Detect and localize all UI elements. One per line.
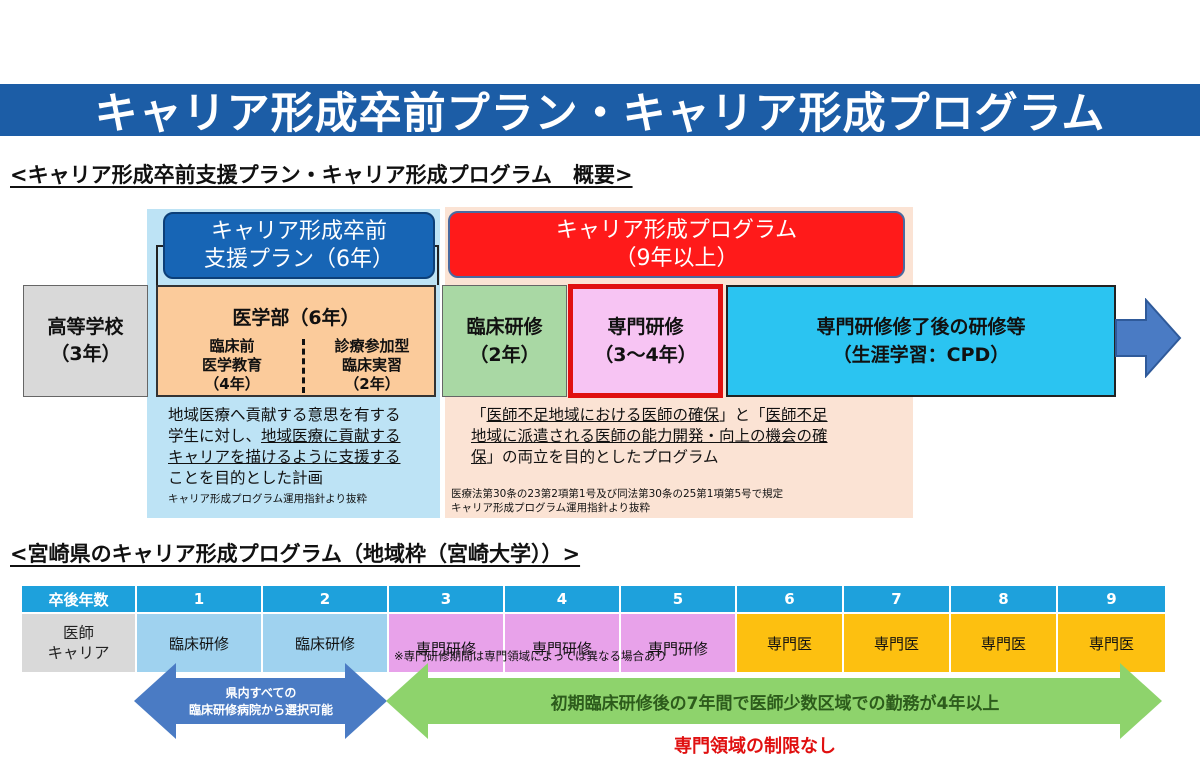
post-specialist-duration: （生涯学習：CPD） (832, 344, 1010, 366)
header-year-1: 1 (135, 584, 263, 614)
career-schedule-table: 卒後年数 1 2 3 4 5 6 7 8 9 医師 キャリア 臨床研修 臨床研修… (20, 584, 1167, 674)
header-years-label: 卒後年数 (20, 584, 137, 614)
program-desc-line1a: 「 (471, 406, 487, 424)
pre-plan-source: キャリア形成プログラム運用指針より抜粋 (168, 493, 367, 505)
specialist-training-duration: （3～4年） (594, 344, 697, 366)
header-year-3: 3 (387, 584, 505, 614)
header-year-4: 4 (503, 584, 621, 614)
row-label-line1: 医師 (62, 624, 94, 642)
pre-plan-description: 地域医療へ貢献する意思を有する 学生に対し、地域医療に貢献する キャリアを描ける… (168, 405, 440, 506)
specialist-training-stage: 専門研修 （3～4年） (568, 284, 723, 398)
program-desc-line2: 地域に派遣される医師の能力開発・向上の機会の確 (471, 427, 828, 445)
program-desc-line1d: 医師不足 (765, 406, 828, 424)
high-school-duration: （3年） (50, 343, 121, 365)
preclinical-line1: 臨床前 (209, 336, 255, 355)
clerkship-line2: 臨床実習 (341, 355, 402, 374)
post-specialist-label: 専門研修修了後の研修等 (816, 316, 1026, 338)
cell-year-7: 専門医 (842, 612, 951, 674)
pre-plan-header: キャリア形成卒前 支援プラン（6年） (163, 212, 435, 279)
clerkship-line1: 診療参加型 (334, 336, 410, 355)
header-year-5: 5 (619, 584, 737, 614)
table-row: 医師 キャリア 臨床研修 臨床研修 専門研修 専門研修 専門研修 専門医 専門医… (20, 612, 1167, 674)
right-band-arrow (386, 663, 1162, 739)
section-miyazaki-heading: <宮崎県のキャリア形成プログラム（地域枠（宮崎大学））> (10, 542, 581, 566)
cell-year-9: 専門医 (1056, 612, 1167, 674)
cell-year-5: 専門研修 (619, 612, 737, 674)
pre-plan-desc-line2a: 学生に対し、 (168, 427, 262, 445)
left-band-text: 県内すべての 臨床研修病院から選択可能 (176, 684, 346, 720)
preclinical-education: 臨床前 医学教育 （4年） (172, 335, 292, 395)
program-desc-line1c: 」と「 (719, 406, 766, 424)
preclinical-duration: （4年） (204, 374, 260, 393)
section-overview-heading: <キャリア形成卒前支援プラン・キャリア形成プログラム 概要> (10, 163, 633, 187)
left-band-line1: 県内すべての (225, 686, 297, 700)
cell-year-8: 専門医 (949, 612, 1058, 674)
program-header: キャリア形成プログラム （9年以上） (448, 211, 905, 278)
program-label-line1: キャリア形成プログラム (555, 217, 798, 243)
preclinical-line2: 医学教育 (201, 355, 262, 374)
page-title: キャリア形成卒前プラン・キャリア形成プログラム (94, 89, 1106, 139)
pre-plan-desc-line1: 地域医療へ貢献する意思を有する (168, 406, 401, 424)
clinical-training-stage: 臨床研修 （2年） (442, 285, 567, 397)
specialist-period-note: ※専門研修期間は専門領域によっては異なる場合あり (394, 649, 667, 663)
header-year-9: 9 (1056, 584, 1167, 614)
clinical-training-duration: （2年） (469, 344, 540, 366)
program-desc-line3a: 保 (471, 448, 487, 466)
no-restriction-note: 専門領域の制限なし (674, 736, 836, 757)
high-school-label: 高等学校 (47, 316, 124, 338)
program-legal-note: 医療法第30条の23第2項第1号及び同法第30条の25第1項第5号で規定 (451, 488, 784, 500)
header-year-7: 7 (842, 584, 951, 614)
program-notes: 医療法第30条の23第2項第1号及び同法第30条の25第1項第5号で規定 キャリ… (451, 487, 911, 515)
header-year-6: 6 (735, 584, 844, 614)
specialist-training-label: 専門研修 (607, 316, 684, 338)
pre-plan-desc-line2b: 地域医療に貢献する (261, 427, 401, 445)
row-label-line2: キャリア (47, 644, 110, 662)
timeline-arrow-icon (1115, 298, 1182, 378)
program-source: キャリア形成プログラム運用指針より抜粋 (451, 502, 650, 514)
left-band-arrow (134, 663, 387, 739)
right-band-text: 初期臨床研修後の7年間で医師少数区域での勤務が4年以上 (550, 693, 1000, 714)
clerkship-duration: （2年） (344, 374, 400, 393)
row-label-doctor-career: 医師 キャリア (20, 612, 137, 674)
program-desc-line3b: 」の両立を目的としたプログラム (486, 448, 719, 466)
pre-plan-desc-line4: ことを目的とした計画 (168, 469, 324, 487)
cell-year-3: 専門研修 (387, 612, 505, 674)
left-band-line2: 臨床研修病院から選択可能 (188, 703, 333, 717)
cell-year-1: 臨床研修 (135, 612, 263, 674)
pre-plan-label-line2: 支援プラン（6年） (204, 246, 394, 272)
pre-plan-desc-line3: キャリアを描けるように支援する (168, 448, 401, 466)
header-year-2: 2 (261, 584, 389, 614)
pre-plan-label-line1: キャリア形成卒前 (210, 218, 387, 244)
cell-year-6: 専門医 (735, 612, 844, 674)
post-specialist-stage: 専門研修修了後の研修等 （生涯学習：CPD） (726, 285, 1116, 397)
program-description: 「医師不足地域における医師の確保」と「医師不足 地域に派遣される医師の能力開発・… (471, 405, 907, 468)
program-label-line2: （9年以上） (614, 245, 739, 271)
bands-area: 県内すべての 臨床研修病院から選択可能 初期臨床研修後の7年間で医師少数区域での… (0, 660, 1200, 742)
title-banner: キャリア形成卒前プラン・キャリア形成プログラム (0, 84, 1200, 139)
medical-school-stage: 医学部（6年） 臨床前 医学教育 （4年） 診療参加型 臨床実習 （2年） (156, 285, 436, 397)
table-header-row: 卒後年数 1 2 3 4 5 6 7 8 9 (20, 584, 1167, 614)
cell-year-4: 専門研修 (503, 612, 621, 674)
clinical-clerkship: 診療参加型 臨床実習 （2年） (310, 335, 434, 395)
cell-year-2: 臨床研修 (261, 612, 389, 674)
medical-school-divider (302, 339, 305, 393)
medical-school-title: 医学部（6年） (232, 307, 360, 329)
clinical-training-label: 臨床研修 (466, 316, 543, 338)
program-desc-line1b: 医師不足地域における医師の確保 (486, 406, 720, 424)
high-school-stage: 高等学校 （3年） (23, 285, 148, 397)
header-year-8: 8 (949, 584, 1058, 614)
band-arrows (134, 663, 1162, 739)
